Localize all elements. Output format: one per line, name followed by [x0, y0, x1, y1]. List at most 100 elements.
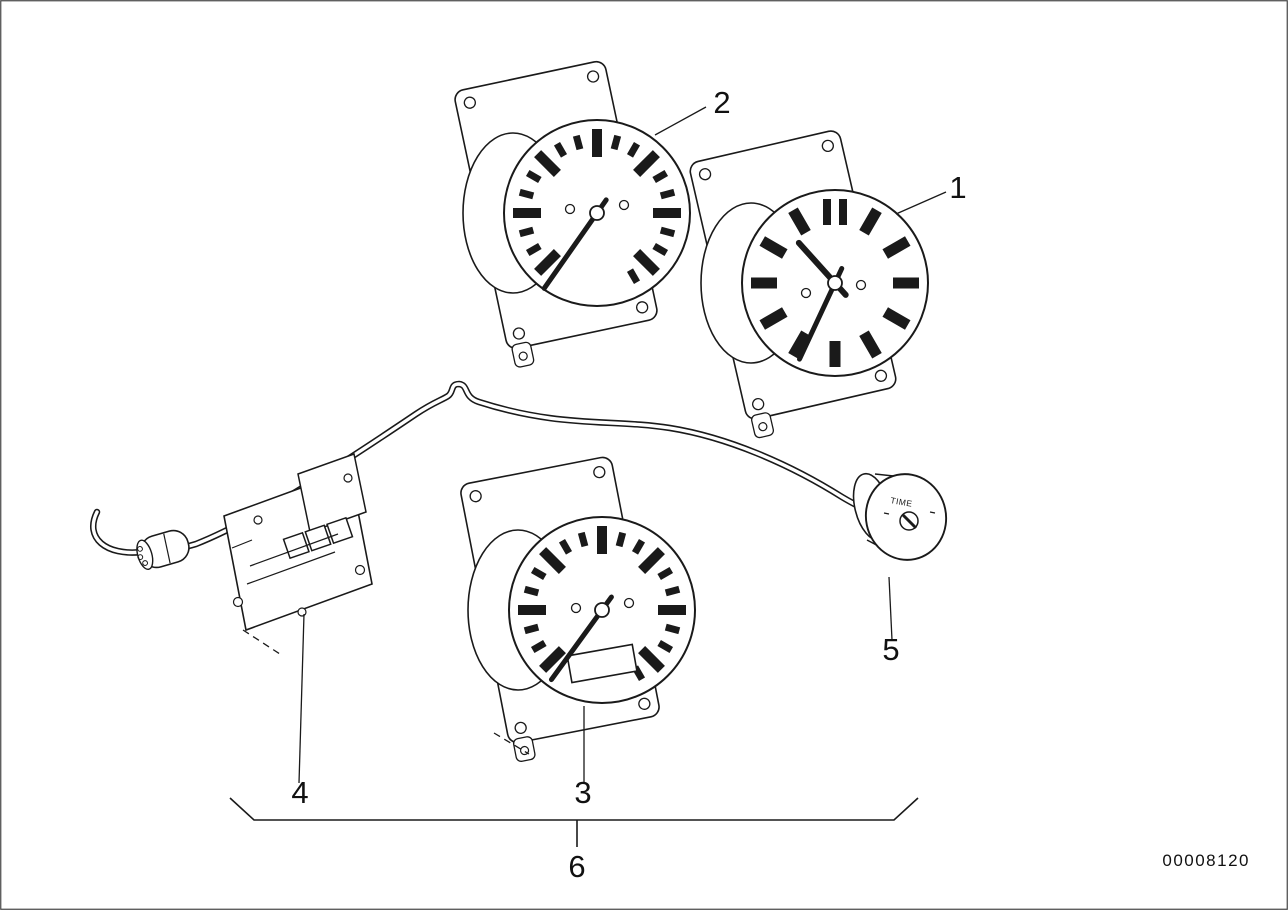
gauges-group: [454, 60, 929, 762]
tick-mark: [572, 134, 584, 151]
screw-hole: [821, 139, 834, 153]
tick-mark: [664, 585, 681, 597]
tick-mark: [518, 188, 535, 200]
tick-mark: [893, 277, 919, 289]
needle-hub: [827, 275, 843, 291]
dashed-leader-3: [493, 732, 530, 755]
tab-hole: [518, 351, 528, 361]
tick-mark: [788, 330, 811, 359]
time-setting-knob-5: TIME: [852, 472, 948, 561]
tab-hole: [758, 422, 768, 432]
tick-mark: [759, 307, 788, 330]
board-hole: [343, 473, 353, 483]
tick-mark: [788, 207, 811, 236]
screw-hole: [512, 327, 526, 340]
tick-mark: [539, 646, 566, 673]
adjuster-post: [855, 279, 867, 291]
board-detail-line: [249, 533, 339, 567]
tick-mark: [597, 526, 607, 554]
tick-mark: [523, 623, 540, 635]
screw-hole: [469, 490, 482, 503]
board-hole: [232, 596, 244, 608]
board-hole: [354, 564, 366, 576]
tick-mark: [534, 150, 561, 177]
drawing-number: 00008120: [1162, 851, 1250, 870]
tick-mark: [633, 150, 660, 177]
tick-mark: [518, 605, 546, 615]
connector-plug: [136, 529, 190, 571]
tick-mark: [530, 566, 547, 581]
tick-mark: [658, 605, 686, 615]
leader-line-5: [888, 576, 893, 641]
needle-hub: [589, 205, 605, 221]
tick-mark: [553, 141, 568, 158]
adjuster-post: [618, 199, 630, 211]
tick-mark: [652, 242, 669, 257]
tick-mark: [829, 341, 841, 367]
tick-mark: [664, 623, 681, 635]
board-detail-line: [246, 551, 336, 585]
tick-mark: [592, 129, 602, 157]
tick-mark: [534, 249, 561, 276]
tick-mark: [525, 242, 542, 257]
tick-mark: [518, 226, 535, 238]
callout-label-6: 6: [568, 849, 585, 884]
tick-mark: [657, 566, 674, 581]
adjuster-post: [570, 602, 582, 614]
adjuster-post: [800, 287, 812, 299]
screw-hole: [874, 369, 888, 382]
screw-hole: [698, 168, 712, 181]
screw-hole: [638, 697, 651, 710]
screw-hole: [593, 465, 606, 479]
tick-mark: [631, 538, 646, 555]
plug-seam: [163, 533, 171, 564]
tick-mark: [558, 538, 573, 555]
leader-line-4: [298, 613, 305, 784]
circuit-board-assembly-4: [223, 453, 373, 632]
callout-label-3: 3: [574, 775, 591, 810]
tick-mark: [882, 307, 911, 330]
callout-label-1: 1: [949, 170, 966, 205]
tick-mark: [523, 585, 540, 597]
tick-mark: [626, 141, 641, 158]
tick-mark: [882, 236, 911, 259]
tachometer-gauge-2: [454, 60, 691, 368]
tick-mark: [539, 547, 566, 574]
tick-mark: [525, 169, 542, 184]
callout-label-4: 4: [291, 775, 308, 810]
callout-label-2: 2: [713, 85, 730, 120]
tick-mark: [638, 547, 665, 574]
needle-hub: [594, 602, 610, 618]
tick-mark: [659, 188, 676, 200]
leader-line-1: [895, 191, 947, 215]
dashed-leader-4: [242, 629, 284, 657]
tick-mark: [653, 208, 681, 218]
adjuster-post: [564, 203, 576, 215]
tick-mark: [626, 268, 641, 285]
clock-gauge-1: [689, 130, 929, 439]
plug-pin: [137, 545, 143, 552]
tick-mark: [759, 236, 788, 259]
connector-window: [304, 524, 332, 552]
tick-mark: [615, 531, 627, 548]
board-hole: [297, 607, 307, 617]
group-bracket-6: [229, 797, 919, 821]
callout-leaders: [242, 106, 947, 784]
leader-line-2: [654, 106, 707, 136]
knob-slot: [901, 513, 918, 530]
knob-face-mark: [883, 512, 890, 515]
board-top-bracket: [297, 453, 367, 533]
tick-mark: [513, 208, 541, 218]
board-connector: [282, 516, 354, 560]
screw-hole: [514, 721, 527, 735]
gauge-3: [460, 456, 696, 762]
tick-mark: [657, 639, 674, 654]
screw-hole: [586, 70, 600, 83]
tick-mark: [610, 134, 622, 151]
tick-mark: [659, 226, 676, 238]
knob-face-mark: [929, 511, 936, 514]
connector-window: [326, 516, 354, 545]
tick-mark: [633, 249, 660, 276]
